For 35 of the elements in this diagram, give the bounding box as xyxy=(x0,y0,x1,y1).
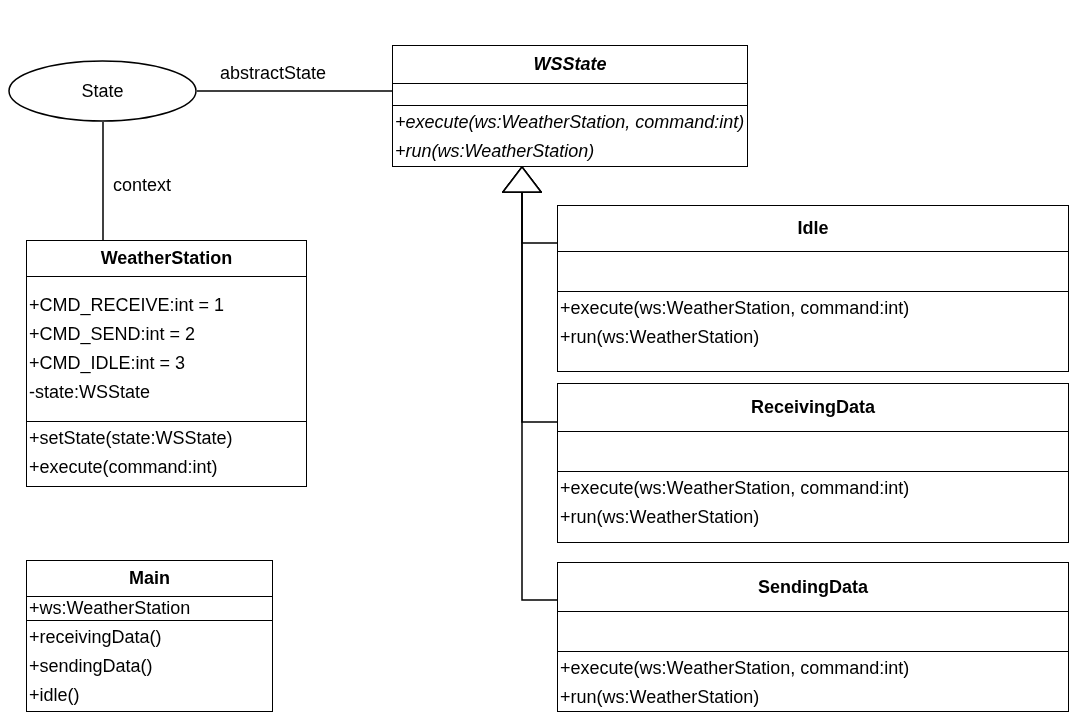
class-box xyxy=(557,205,1069,372)
association-line xyxy=(196,90,393,92)
attribute-text: +CMD_SEND:int = 2 xyxy=(29,323,196,347)
association-line xyxy=(102,121,104,241)
class-box xyxy=(557,562,1069,712)
class-name: WeatherStation xyxy=(100,247,233,270)
class-name: Main xyxy=(129,567,170,590)
attribute-text: -state:WSState xyxy=(29,381,151,404)
method-text: +execute(ws:WeatherStation, command:int) xyxy=(560,297,910,320)
class-name: WSState xyxy=(533,53,607,76)
attribute-text: +ws:WeatherStation xyxy=(29,597,191,620)
node-label: State xyxy=(81,79,124,103)
class-name: Idle xyxy=(797,217,829,240)
class-box xyxy=(26,240,307,487)
generalization-arrow xyxy=(502,166,558,601)
method-text: +setState(state:WSState) xyxy=(29,427,233,450)
class-name: SendingData xyxy=(758,575,868,599)
method-text: +receivingData() xyxy=(29,626,162,649)
class-box xyxy=(392,45,748,167)
method-text: +execute(command:int) xyxy=(29,456,218,479)
method-text: +sendingData() xyxy=(29,655,153,678)
class-name: ReceivingData xyxy=(750,396,876,419)
attribute-text: +CMD_RECEIVE:int = 1 xyxy=(29,294,225,318)
method-text: +run(ws:WeatherStation) xyxy=(560,686,760,709)
method-text: +execute(ws:WeatherStation, command:int) xyxy=(395,111,745,134)
attribute-text: +CMD_IDLE:int = 3 xyxy=(29,352,186,376)
method-text: +run(ws:WeatherStation) xyxy=(395,140,595,163)
method-text: +execute(ws:WeatherStation, command:int) xyxy=(560,477,910,500)
method-text: +execute(ws:WeatherStation, command:int) xyxy=(560,657,910,680)
method-text: +idle() xyxy=(29,684,80,707)
method-text: +run(ws:WeatherStation) xyxy=(560,326,760,349)
ellipse-node xyxy=(8,60,197,122)
class-box xyxy=(557,383,1069,543)
class-box xyxy=(26,560,273,712)
method-text: +run(ws:WeatherStation) xyxy=(560,506,760,529)
